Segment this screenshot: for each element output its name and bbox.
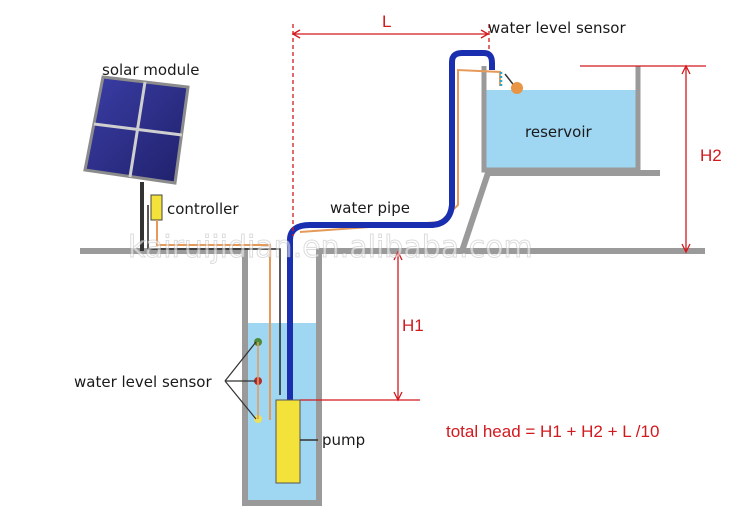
water-level-sensor-well-label: water level sensor (74, 373, 212, 391)
reservoir-sensor-float (511, 82, 523, 94)
reservoir-label: reservoir (525, 123, 592, 141)
dimension-h1 (300, 250, 420, 402)
watermark: kairuijidian.en.alibaba.com (128, 230, 533, 265)
controller-label: controller (167, 200, 239, 218)
water-pipe (287, 50, 495, 400)
power-cable (156, 220, 271, 420)
pump-body (275, 399, 301, 484)
dimension-h1-label: H1 (402, 316, 424, 335)
water-level-sensor-top-label: water level sensor (488, 19, 626, 37)
ground-line (80, 248, 705, 506)
solar-module-label: solar module (102, 61, 200, 79)
controller-box (150, 194, 163, 221)
hill-ground (459, 170, 660, 252)
reservoir-tank (481, 66, 641, 173)
dimension-h2 (580, 64, 706, 254)
dimension-l-label: L (382, 12, 391, 31)
dimension-l (291, 24, 490, 236)
total-head-formula: total head = H1 + H2 + L /10 (446, 422, 659, 441)
power-cable-dark (147, 205, 281, 395)
reservoir-water (486, 90, 636, 168)
sensor-leader (224, 341, 257, 420)
water-pipe-label: water pipe (330, 199, 410, 217)
dimension-h2-label: H2 (700, 146, 722, 165)
pump-label: pump (322, 431, 365, 449)
solar-module-icon (83, 75, 190, 251)
